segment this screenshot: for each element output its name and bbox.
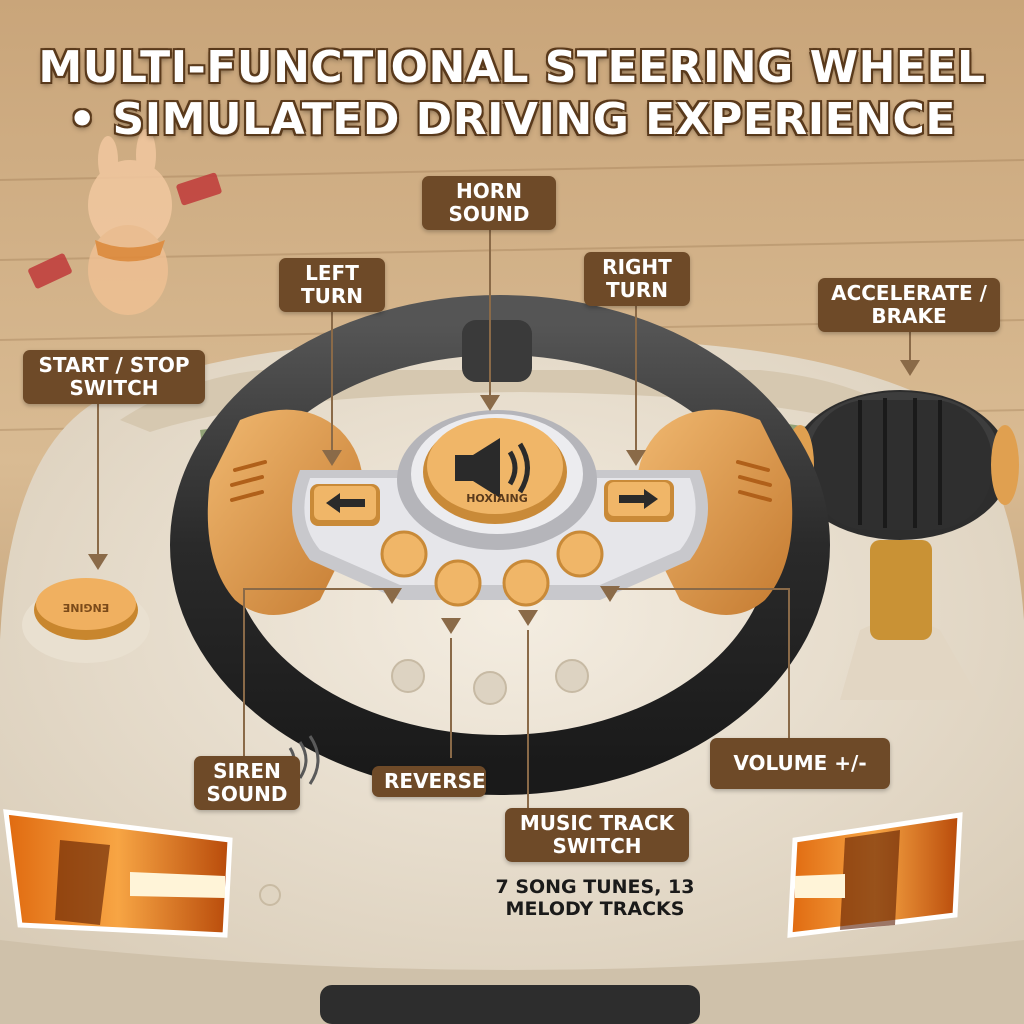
bunny-toy xyxy=(28,129,222,315)
accelerate-pointer-marker xyxy=(900,360,920,376)
left-turn-pointer-marker xyxy=(322,450,342,466)
volume-pointer-marker xyxy=(600,586,620,602)
volume-pointer-line-h xyxy=(610,588,790,590)
music-pointer-line xyxy=(527,630,529,808)
reverse-label: REVERSE xyxy=(372,766,486,797)
start-stop-switch-label: START / STOP SWITCH xyxy=(23,350,205,404)
headline-line-1: MULTI-FUNCTIONAL STEERING WHEEL xyxy=(38,42,986,93)
right-turn-pointer-line xyxy=(635,306,637,452)
siren-pointer-line-h xyxy=(243,588,393,590)
start-stop-button-shape: ENGINE xyxy=(22,578,150,663)
reverse-pointer-marker xyxy=(441,618,461,634)
start-stop-pointer-marker xyxy=(88,554,108,570)
left-turn-label: LEFT TURN xyxy=(279,258,385,312)
right-turn-pointer-marker xyxy=(626,450,646,466)
start-stop-pointer-line xyxy=(97,404,99,554)
svg-text:ENGINE: ENGINE xyxy=(63,601,110,614)
accelerate-brake-label: ACCELERATE / BRAKE xyxy=(818,278,1000,332)
horn-pointer-line xyxy=(489,228,491,398)
music-pointer-marker xyxy=(518,610,538,626)
volume-label: VOLUME +/- xyxy=(710,738,890,789)
horn-sound-label: HORN SOUND xyxy=(422,176,556,230)
right-turn-label: RIGHT TURN xyxy=(584,252,690,306)
headline-line-2: • SIMULATED DRIVING EXPERIENCE xyxy=(68,94,956,145)
music-track-switch-label: MUSIC TRACK SWITCH xyxy=(505,808,689,862)
speaker-icon xyxy=(455,438,530,498)
left-turn-pointer-line xyxy=(331,312,333,452)
music-tracks-note: 7 SONG TUNES, 13 MELODY TRACKS xyxy=(495,876,695,920)
horn-pointer-marker xyxy=(480,395,500,411)
steering-wheel-shape xyxy=(170,295,830,795)
siren-pointer-line-v xyxy=(243,588,245,756)
reverse-pointer-line xyxy=(450,638,452,758)
wheel-brand-text: HOXIAING xyxy=(466,492,528,505)
siren-pointer-marker xyxy=(382,588,402,604)
accelerate-pointer-line xyxy=(909,332,911,360)
siren-sound-label: SIREN SOUND xyxy=(194,756,300,810)
volume-pointer-line-v xyxy=(788,588,790,738)
